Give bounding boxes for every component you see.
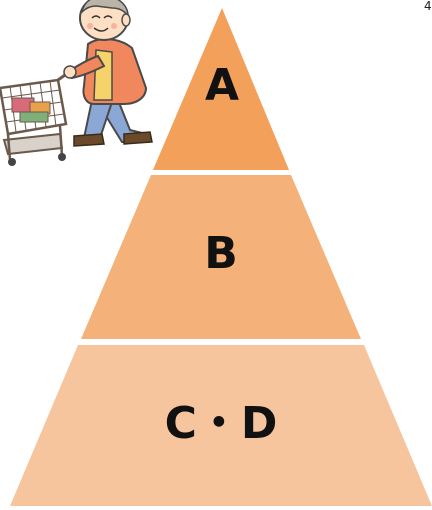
pyramid: A B C・D (10, 8, 432, 506)
pyramid-tier-cd-label: C・D (165, 398, 278, 449)
elderly-man-icon (63, 0, 153, 147)
shopping-cart-icon (0, 68, 73, 166)
corner-page-mark: 4 (424, 0, 432, 13)
pyramid-tier-a-label: A (205, 60, 239, 111)
pyramid-tier-b (81, 175, 361, 339)
pyramid-tier-a (153, 8, 289, 170)
elderly-man-pushing-shopping-cart-icon (0, 0, 153, 166)
pyramid-tier-cd (10, 345, 432, 506)
pyramid-tier-b-label: B (204, 228, 238, 279)
